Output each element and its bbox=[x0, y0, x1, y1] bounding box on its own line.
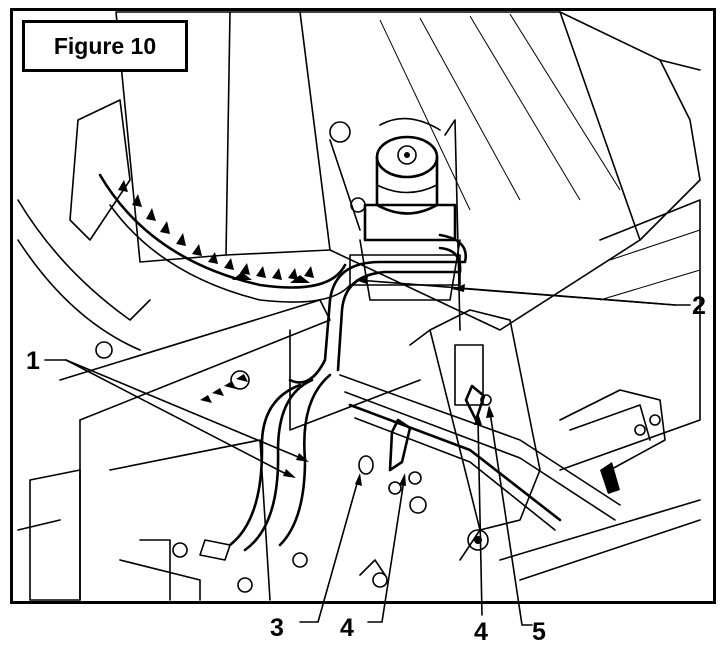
figure-title: Figure 10 bbox=[22, 20, 188, 72]
callout-3: 3 bbox=[270, 614, 284, 642]
callout-5: 5 bbox=[532, 618, 546, 645]
hose-clips bbox=[358, 384, 492, 495]
right-bracket bbox=[499, 389, 701, 581]
mounting-plate bbox=[230, 309, 541, 561]
upper-chute bbox=[115, 11, 701, 471]
ring-gear bbox=[98, 173, 351, 303]
callout-4-right: 4 bbox=[474, 618, 488, 645]
callout-4-left: 4 bbox=[340, 614, 354, 642]
callout-2: 2 bbox=[692, 292, 706, 320]
diagram-frame bbox=[10, 8, 716, 604]
left-frame bbox=[17, 99, 331, 601]
lower-hardware bbox=[119, 539, 388, 601]
hydraulic-motor bbox=[329, 117, 461, 331]
leader-lines bbox=[44, 276, 691, 626]
callout-1: 1 bbox=[26, 347, 40, 375]
